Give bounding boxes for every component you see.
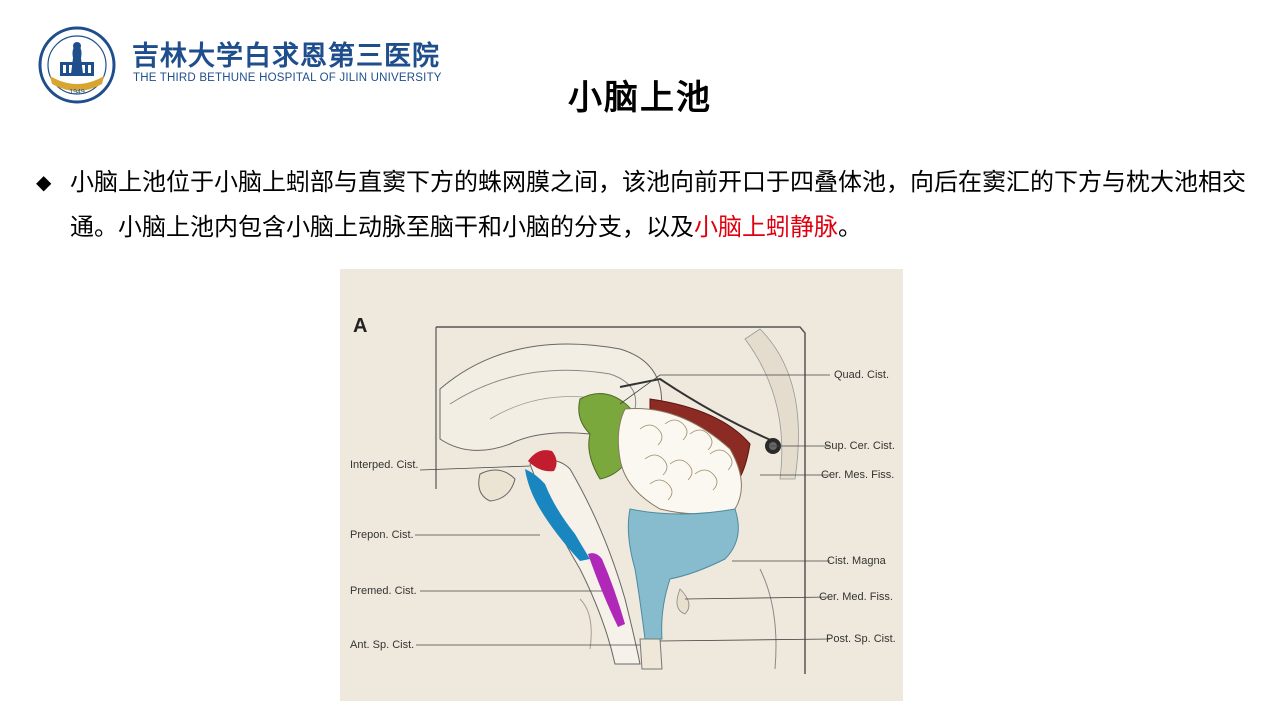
label-post-sp-cist: Post. Sp. Cist. [826, 633, 896, 645]
logo-english-name: THE THIRD BETHUNE HOSPITAL OF JILIN UNIV… [133, 72, 442, 84]
label-premed-cist: Premed. Cist. [350, 585, 417, 597]
page-title: 小脑上池 [568, 78, 712, 118]
label-sup-cer-cist: Sup. Cer. Cist. [824, 440, 895, 452]
figure-panel-letter: A [353, 315, 368, 337]
bullet-diamond-icon: ◆ [36, 170, 52, 194]
hospital-emblem-icon: 1949 [38, 26, 116, 104]
label-cer-med-fiss: Cer. Med. Fiss. [819, 591, 893, 603]
label-prepon-cist: Prepon. Cist. [350, 529, 414, 541]
emblem-year: 1949 [69, 89, 85, 96]
hospital-logo: 1949 吉林大学白求恩第三医院 THE THIRD BETHUNE HOSPI… [36, 26, 456, 104]
label-quad-cist: Quad. Cist. [834, 369, 890, 381]
paragraph-text-end: 。 [838, 213, 862, 241]
content-paragraph: ◆ 小脑上池位于小脑上蚓部与直窦下方的蛛网膜之间，该池向前开口于四叠体池，向后在… [36, 160, 1251, 250]
label-interped-cist: Interped. Cist. [350, 459, 419, 471]
anatomy-illustration [415, 326, 831, 674]
paragraph-text-main: 小脑上池位于小脑上蚓部与直窦下方的蛛网膜之间，该池向前开口于四叠体池，向后在窦汇… [70, 168, 1246, 241]
highlight-term: 小脑上蚓静脉 [694, 213, 838, 241]
label-cer-mes-fiss: Cer. Mes. Fiss. [821, 469, 895, 481]
logo-chinese-name: 吉林大学白求恩第三医院 [132, 41, 440, 72]
label-ant-sp-cist: Ant. Sp. Cist. [350, 639, 415, 651]
anatomy-figure: A Quad. Cist. Sup. Cer. Cist. Cer. Mes. … [340, 269, 903, 701]
label-cist-magna: Cist. Magna [827, 555, 886, 567]
paragraph-text: 小脑上池位于小脑上蚓部与直窦下方的蛛网膜之间，该池向前开口于四叠体池，向后在窦汇… [36, 160, 1251, 250]
